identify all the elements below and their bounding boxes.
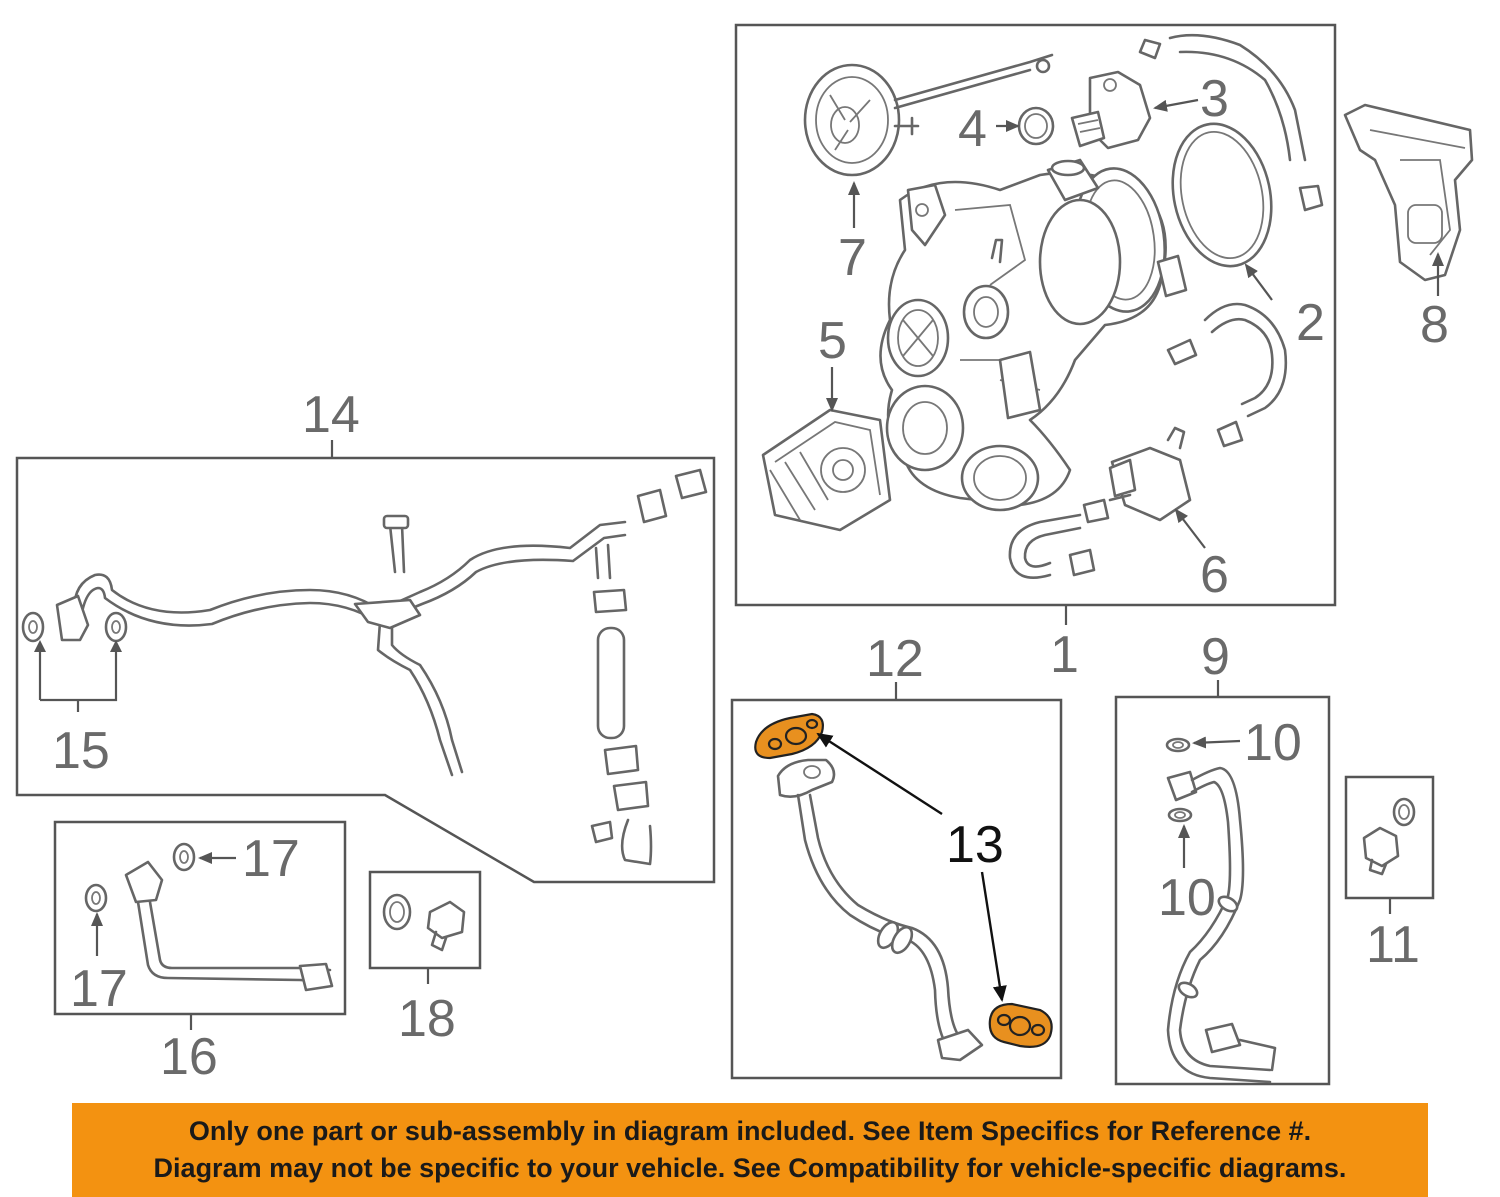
callout-13: 13 — [946, 816, 1004, 874]
drain-plug-group — [368, 870, 482, 984]
notice-line-2: Diagram may not be specific to your vehi… — [153, 1153, 1347, 1183]
oil-feed-line-frame — [1114, 695, 1331, 1086]
callout-18: 18 — [398, 990, 456, 1048]
notice-banner: Only one part or sub-assembly in diagram… — [72, 1103, 1428, 1197]
oil-feed-pipe-frame — [53, 820, 347, 1016]
callout-8: 8 — [1420, 296, 1449, 354]
turbocharger — [879, 158, 1188, 512]
electric-actuator — [761, 408, 892, 532]
oil-feed-line-group — [1114, 680, 1331, 1086]
callout-6: 6 — [1200, 546, 1229, 604]
callout-15: 15 — [52, 722, 110, 780]
gasket-13-bottom — [988, 1002, 1053, 1048]
heat-shield — [1343, 103, 1474, 282]
bypass-valve — [1070, 70, 1152, 150]
coolant-pipe-group — [15, 440, 716, 884]
callout-4: 4 — [958, 100, 987, 158]
callout-16: 16 — [160, 1028, 218, 1086]
callout-11: 11 — [1366, 916, 1420, 974]
callout-7: 7 — [838, 229, 867, 287]
callout-10-upper: 10 — [1244, 714, 1302, 772]
callout-1: 1 — [1050, 626, 1079, 684]
callout-17-right: 17 — [242, 830, 300, 888]
callout-2: 2 — [1296, 294, 1325, 352]
boost-solenoid — [1108, 426, 1192, 522]
gasket-ring — [1171, 122, 1273, 268]
leader-arrows — [34, 98, 1444, 1002]
turbo-assembly-frame — [734, 23, 1337, 607]
coolant-pipe-frame — [15, 456, 716, 884]
turbo-assembly-group — [734, 23, 1337, 625]
callout-labels: 1 2 3 4 5 6 7 8 9 10 10 11 12 13 14 15 1… — [52, 70, 1449, 1086]
callout-5: 5 — [818, 312, 847, 370]
callout-12: 12 — [866, 630, 924, 688]
hose-upper — [1168, 33, 1307, 162]
callout-17-bottom: 17 — [70, 960, 128, 1018]
vacuum-hose — [1008, 513, 1082, 579]
coolant-hose — [1203, 302, 1288, 418]
oil-feed-pipe-group — [53, 820, 347, 1030]
callout-10-lower: 10 — [1158, 869, 1216, 927]
oil-return-pipe-group — [730, 682, 1063, 1080]
wastegate-actuator — [803, 53, 1054, 177]
callout-14: 14 — [302, 386, 360, 444]
callout-3: 3 — [1200, 70, 1229, 128]
drain-plug-frame — [368, 870, 482, 970]
fitting-group — [1344, 775, 1435, 914]
gasket-13-top — [754, 712, 824, 760]
notice-line-1: Only one part or sub-assembly in diagram… — [188, 1116, 1312, 1146]
callout-9: 9 — [1201, 628, 1230, 686]
